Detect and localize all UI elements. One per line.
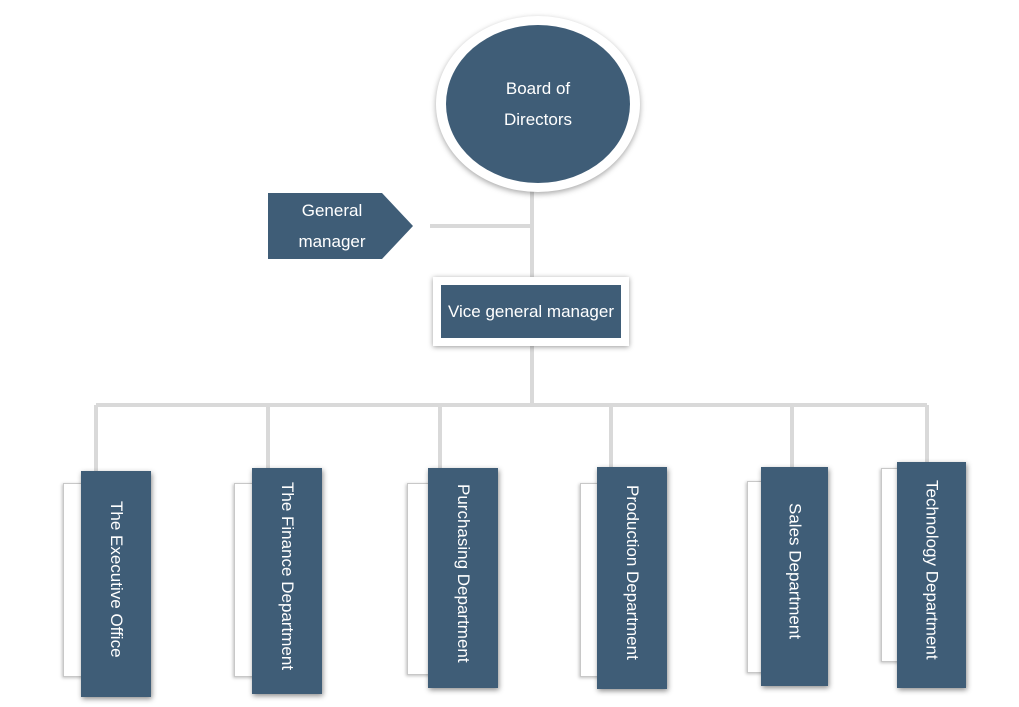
vice-general-manager-label: Vice general manager [447, 301, 614, 321]
board-of-directors-node: Board of Directors [436, 16, 640, 192]
purchasing-department-node: Purchasing Department [428, 468, 498, 688]
executive-office-node: The Executive Office [81, 471, 151, 697]
production-department-node: Production Department [597, 467, 667, 689]
finance-department-label: The Finance Department [278, 482, 297, 671]
sales-department-node: Sales Department [761, 467, 828, 686]
executive-office-label: The Executive Office [107, 501, 126, 658]
purchasing-department-label: Purchasing Department [454, 484, 473, 663]
vice-general-manager-node: Vice general manager [433, 277, 629, 346]
production-department-label: Production Department [623, 485, 642, 660]
general-manager-node: General manager [268, 193, 413, 259]
board-of-directors-label: Board of Directors [503, 79, 572, 129]
sales-department-label: Sales Department [785, 503, 805, 640]
purchasing-department-card-back [407, 483, 432, 675]
finance-department-node: The Finance Department [252, 468, 322, 694]
technology-department-node: Technology Department [897, 462, 966, 688]
technology-department-label: Technology Department [922, 480, 942, 660]
general-manager-label: General manager [298, 201, 366, 251]
board-of-directors-circle: Board of Directors [446, 25, 630, 183]
vice-general-manager-box: Vice general manager [441, 285, 621, 338]
